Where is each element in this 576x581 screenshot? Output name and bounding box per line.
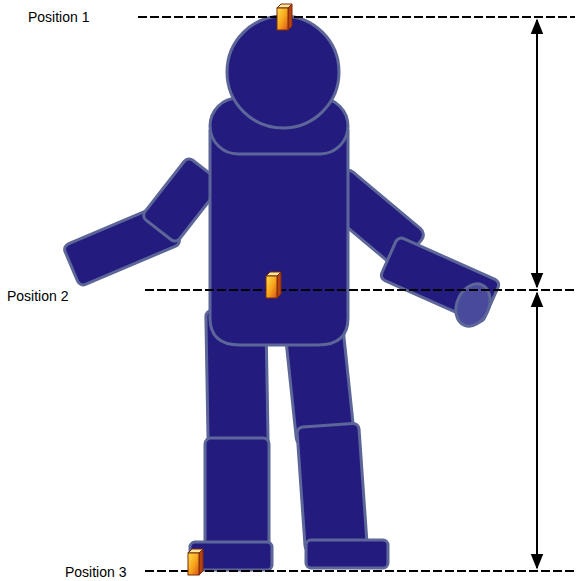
- right-foot: [306, 540, 388, 568]
- sensor-box-side: [277, 272, 281, 298]
- position-line: [138, 16, 575, 18]
- sensor-box: [277, 8, 288, 30]
- sensor-box-side: [199, 549, 203, 575]
- position-label: Position 1: [28, 8, 89, 26]
- hand-cap: [449, 278, 496, 331]
- position-label: Position 3: [65, 563, 126, 581]
- sensor-box-side: [288, 4, 292, 30]
- position-line: [145, 289, 575, 291]
- left-shin: [205, 438, 269, 558]
- dimension-arrow: [536, 293, 538, 568]
- sensor-box: [188, 553, 199, 575]
- right-shin: [297, 423, 368, 552]
- dimension-arrow: [536, 20, 538, 287]
- position-line: [145, 570, 575, 572]
- position-label: Position 2: [7, 287, 68, 305]
- head: [227, 16, 339, 128]
- sensor-box: [266, 276, 277, 298]
- torso: [210, 130, 348, 345]
